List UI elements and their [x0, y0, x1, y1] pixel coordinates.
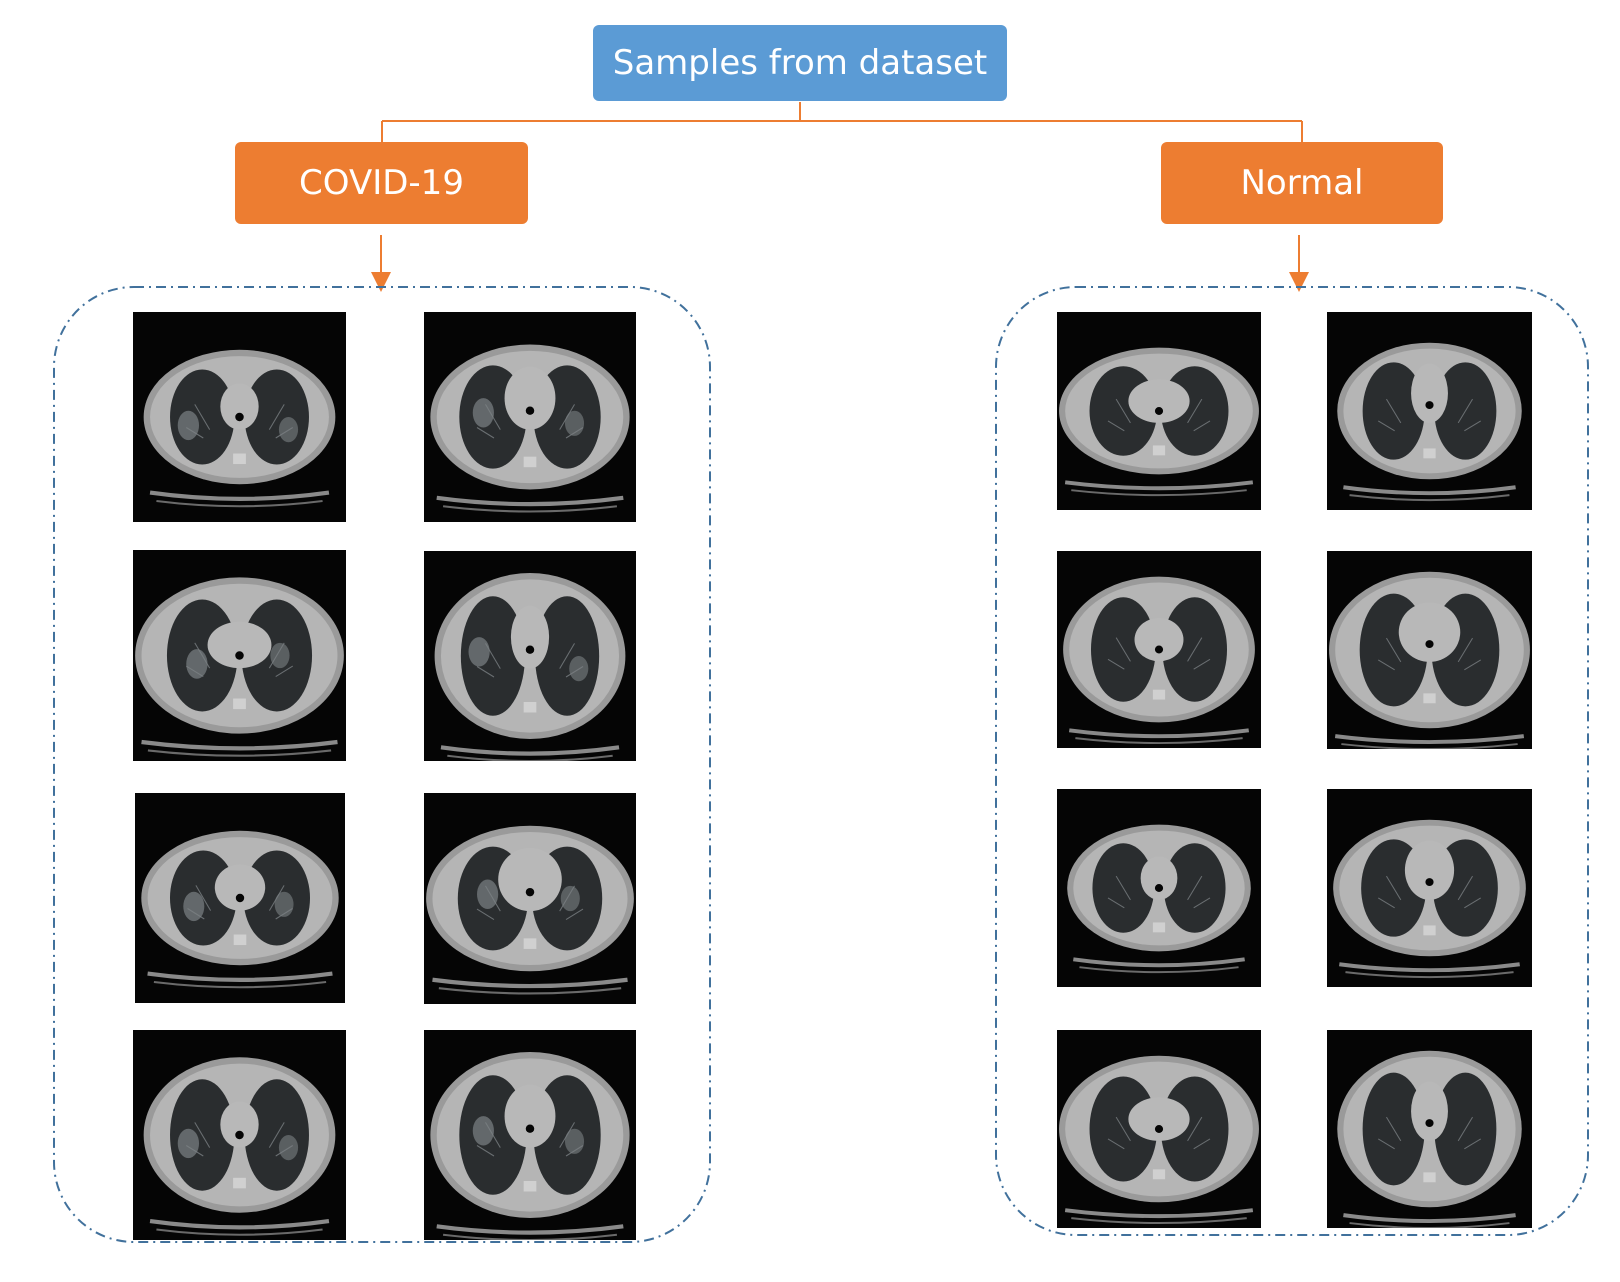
ct-scan-image [1057, 551, 1261, 748]
ct-scan-image [1057, 789, 1261, 987]
covid-group-outline [53, 286, 711, 1243]
ct-scan-image [133, 1030, 346, 1240]
ct-scan-image [1327, 551, 1532, 749]
normal-group-outline [995, 286, 1589, 1236]
ct-scan-image [424, 1030, 636, 1240]
ct-scan-image [424, 551, 636, 761]
ct-scan-image [133, 550, 346, 761]
ct-scan-image [1327, 789, 1532, 987]
ct-scan-image [1327, 1030, 1532, 1228]
root-node: Samples from dataset [593, 25, 1007, 101]
ct-scan-image [1057, 1030, 1261, 1228]
covid-label: COVID-19 [299, 163, 464, 203]
root-label: Samples from dataset [612, 43, 988, 83]
ct-scan-image [133, 312, 346, 522]
covid-category-node: COVID-19 [235, 142, 528, 224]
normal-label: Normal [1240, 163, 1364, 203]
normal-category-node: Normal [1161, 142, 1443, 224]
ct-scan-image [1327, 312, 1532, 510]
ct-scan-image [424, 312, 636, 522]
ct-scan-image [135, 793, 345, 1003]
ct-scan-image [1057, 312, 1261, 510]
ct-scan-image [424, 793, 636, 1004]
root-to-categories-connector [381, 102, 1303, 142]
